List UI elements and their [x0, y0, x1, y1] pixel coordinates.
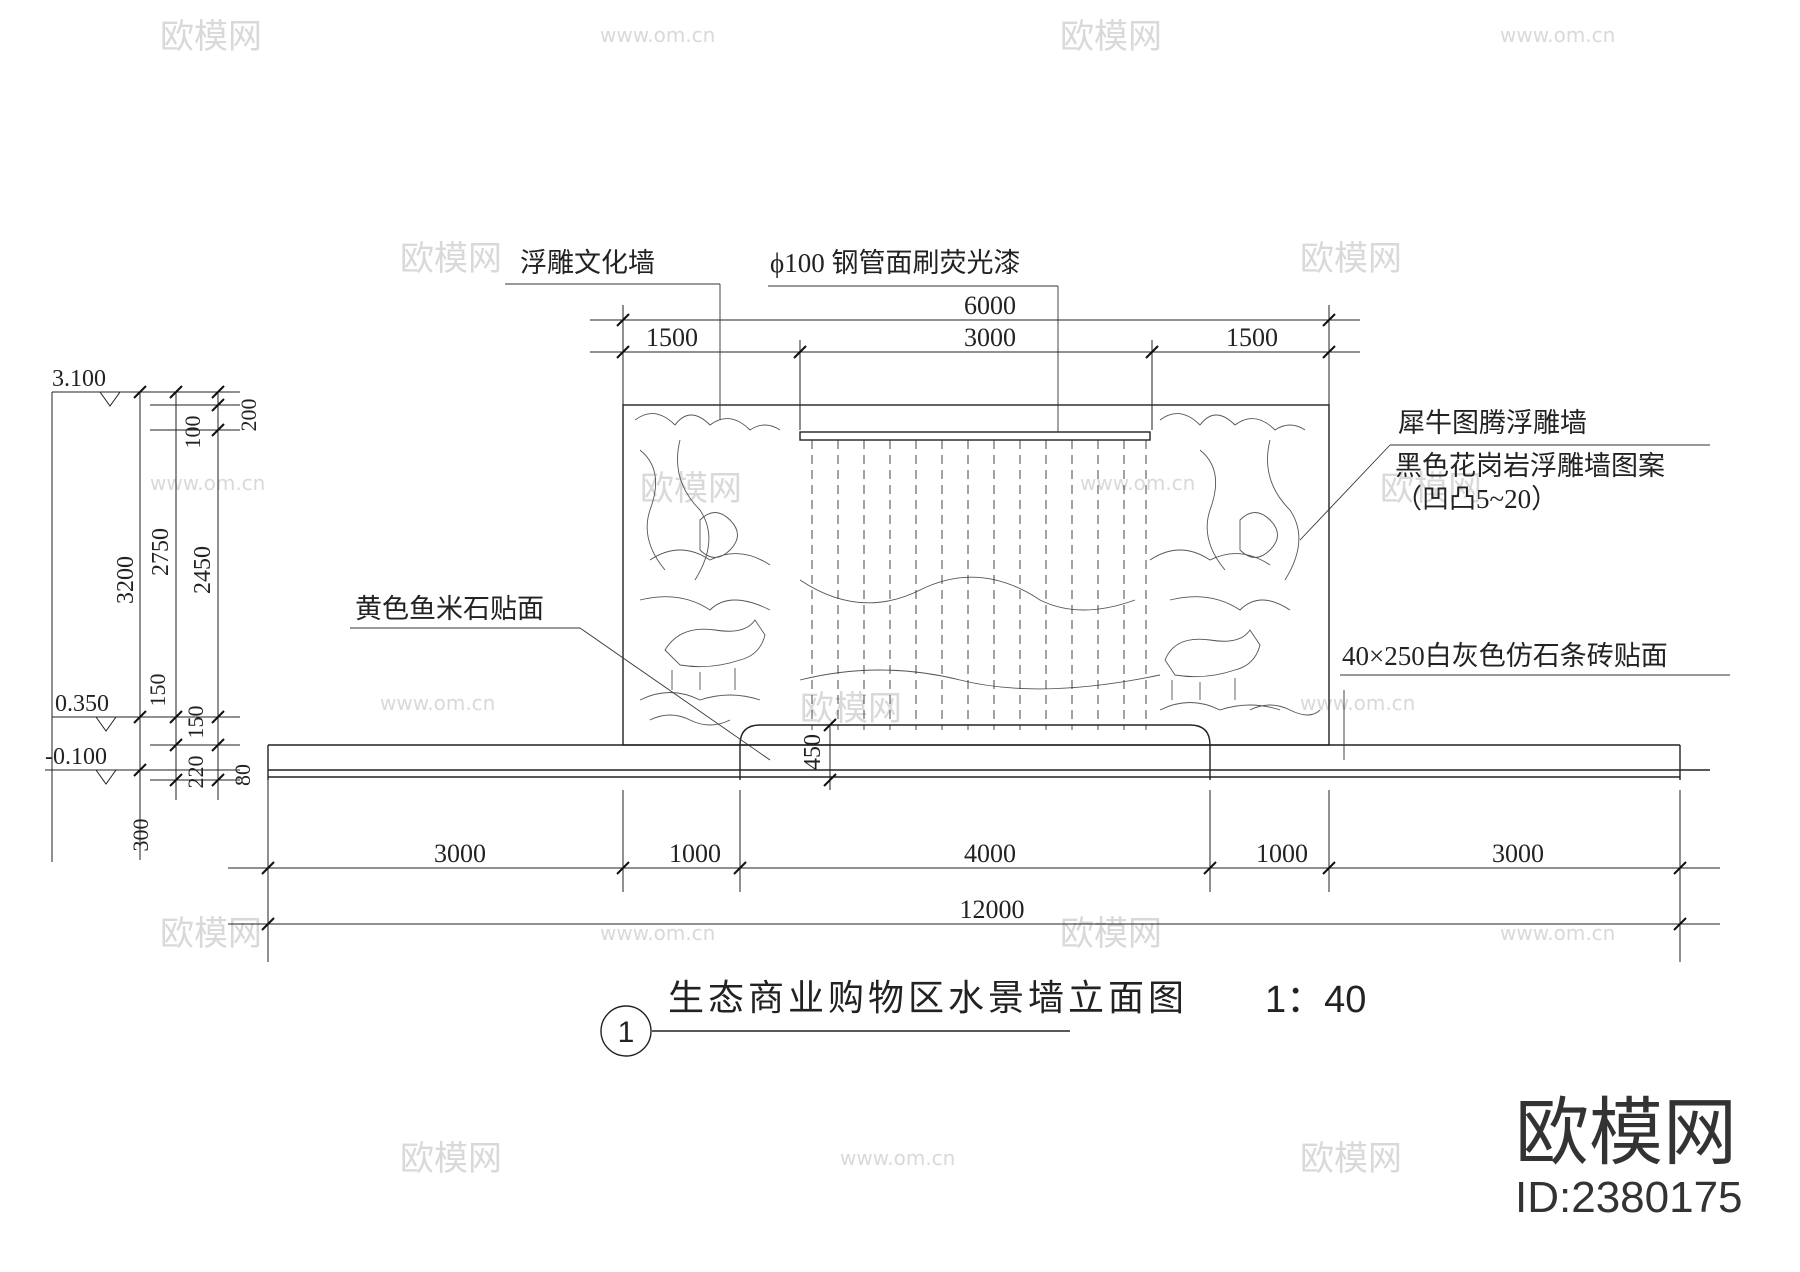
label-rhino-wall-3: （凹凸5~20） [1395, 484, 1558, 514]
watermark-brand: 欧模网 [1300, 239, 1402, 279]
elev-low: -0.100 [45, 744, 107, 770]
wall-outline [622, 404, 1330, 746]
watermark-site: www.om.cn [1300, 691, 1415, 715]
dim-200: 200 [236, 399, 261, 432]
label-rhino-wall-2: 黑色花岗岩浮雕墙图案 [1395, 451, 1665, 481]
watermark-site: www.om.cn [1500, 921, 1615, 945]
dim-bottom-2: 1000 [669, 839, 721, 868]
dim-2450: 2450 [190, 546, 216, 594]
drawing-scale: 1：40 [1265, 979, 1366, 1021]
dim-100: 100 [180, 416, 205, 449]
watermark-site: www.om.cn [1500, 23, 1615, 47]
watermark-site: www.om.cn [150, 471, 265, 495]
dim-80: 80 [230, 764, 255, 786]
base-platform [267, 690, 1710, 780]
dim-300: 300 [128, 819, 153, 852]
watermark-site: www.om.cn [840, 1146, 955, 1170]
watermark-brand: 欧模网 [1060, 17, 1162, 57]
watermark-layer: 欧模网 www.om.cn 欧模网 www.om.cn 欧模网 欧模网 欧模网 … [150, 17, 1615, 1179]
dim-basin-height: 450 [800, 734, 826, 770]
drawing-number: 1 [618, 1016, 635, 1049]
model-id: ID:2380175 [1515, 1173, 1743, 1222]
dim-2750: 2750 [148, 528, 174, 576]
drawing-title-text: 生态商业购物区水景墙立面图 [668, 977, 1188, 1018]
water-curtain [799, 431, 1151, 730]
elev-mid: 0.350 [55, 691, 109, 717]
label-yellow-stone: 黄色鱼米石贴面 [355, 594, 544, 624]
left-dimensions: 3.100 0.350 -0.100 3200 2750 2450 10 [45, 366, 261, 862]
dim-bottom-4: 1000 [1256, 839, 1308, 868]
dim-150-a: 150 [145, 674, 170, 707]
dim-bottom-5: 3000 [1492, 839, 1544, 868]
dim-bottom-1: 3000 [434, 839, 486, 868]
drawing-title: 1 生态商业购物区水景墙立面图 1：40 [600, 977, 1366, 1057]
dim-top-left: 1500 [646, 323, 698, 352]
steel-pipe [799, 431, 1151, 441]
watermark-brand: 欧模网 [160, 914, 262, 954]
dim-150-b: 150 [183, 706, 208, 739]
top-dimensions: 6000 1500 3000 1500 [590, 291, 1360, 430]
relief-wall [622, 404, 1330, 746]
label-brick-facing: 40×250白灰色仿石条砖贴面 [1342, 641, 1668, 671]
watermark-brand: 欧模网 [400, 1139, 502, 1179]
label-rhino-wall-1: 犀牛图腾浮雕墙 [1398, 408, 1587, 438]
watermark-brand: 欧模网 [1060, 914, 1162, 954]
elev-top: 3.100 [52, 366, 106, 392]
dim-top-right: 1500 [1226, 323, 1278, 352]
brand-logo-text: 欧模网 [1515, 1091, 1737, 1174]
watermark-brand: 欧模网 [640, 469, 742, 509]
drawing-number-circle [600, 1005, 652, 1057]
label-steel-pipe: ϕ100 钢管面刷荧光漆 [770, 248, 1020, 278]
bottom-dimensions: 3000 1000 4000 1000 3000 12000 450 [228, 718, 1720, 962]
watermark-brand: 欧模网 [1380, 469, 1482, 509]
watermark-brand: 欧模网 [1300, 1139, 1402, 1179]
watermark-site: www.om.cn [600, 23, 715, 47]
watermark-brand: 欧模网 [800, 689, 902, 729]
dim-3200: 3200 [113, 556, 139, 604]
watermark-site: www.om.cn [1080, 471, 1195, 495]
watermark-site: www.om.cn [600, 921, 715, 945]
label-relief-culture-wall: 浮雕文化墙 [520, 248, 655, 278]
dim-top-total: 6000 [964, 291, 1016, 320]
watermark-brand: 欧模网 [160, 17, 262, 57]
dim-220: 220 [183, 756, 208, 789]
dim-bottom-3: 4000 [964, 839, 1016, 868]
watermark-brand: 欧模网 [400, 239, 502, 279]
relief-pattern [634, 413, 1321, 726]
watermark-site: www.om.cn [380, 691, 495, 715]
water-basin [739, 724, 1211, 780]
dim-top-mid: 3000 [964, 323, 1016, 352]
annotations: 浮雕文化墙 ϕ100 钢管面刷荧光漆 犀牛图腾浮雕墙 黑色花岗岩浮雕墙图案 （凹… [350, 248, 1730, 761]
brand-block: 欧模网 ID:2380175 [1515, 1091, 1743, 1222]
dim-bottom-total: 12000 [960, 895, 1025, 924]
